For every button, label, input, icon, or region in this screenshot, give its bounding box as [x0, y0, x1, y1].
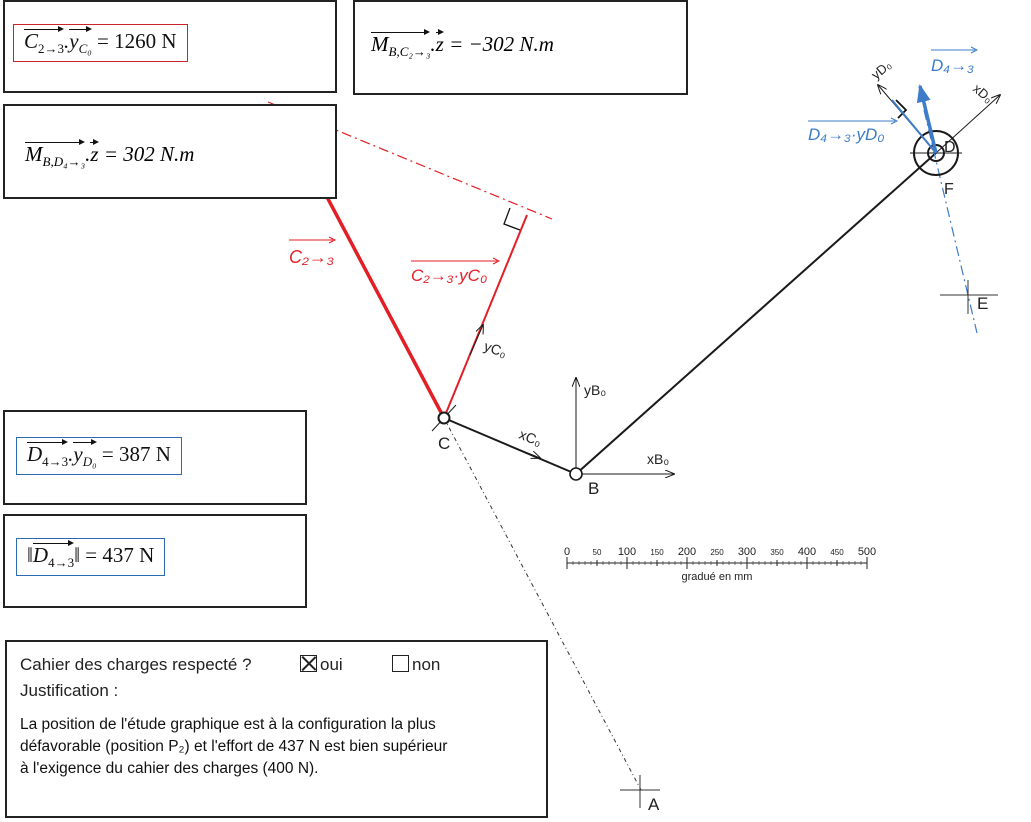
vector-yd0: yD₀: [73, 438, 97, 470]
scale-tick-label: 450: [830, 548, 844, 557]
scale-tick-label: 200: [678, 546, 696, 558]
label-d43: D₄→₃: [931, 56, 974, 75]
label-c23-group: C₂→₃: [289, 236, 337, 267]
line-d-e: [923, 109, 978, 334]
right-angle-marker-c: [503, 207, 521, 231]
option-no[interactable]: non: [392, 655, 440, 675]
label-d43-proj: D₄→₃·yD₀: [808, 125, 884, 144]
result-box-d43-y: D4→3.yD₀ = 387 N: [3, 410, 307, 505]
label-point-e: E: [977, 294, 988, 313]
label-y-c0: yC₀: [482, 338, 509, 361]
spec-check-box: Cahier des charges respecté ? oui non Ju…: [5, 640, 548, 818]
label-point-b: B: [588, 479, 599, 498]
d43-projection-line: [891, 99, 937, 154]
result-mb-c23-z: MB,C₂→₃.z = −302 N.m: [371, 28, 554, 60]
label-point-c: C: [438, 434, 450, 453]
scale-tick-label: 400: [798, 546, 816, 558]
scale-tick-label: 50: [593, 548, 602, 557]
scale-bar: 0 50 100 150 200 250 300 350 400 450 500 gradué en …: [564, 546, 876, 583]
result-box-mb-c23: MB,C₂→₃.z = −302 N.m: [353, 0, 688, 95]
scale-tick-label: 250: [710, 548, 724, 557]
justification-text: La position de l'étude graphique est à l…: [20, 716, 448, 777]
checkbox-yes-icon[interactable]: [300, 655, 317, 672]
scale-tick-label: 150: [650, 548, 664, 557]
result-box-mb-d43: MB,D₄→₃.z = 302 N.m: [3, 104, 337, 199]
result-d43-y: D4→3.yD₀ = 387 N: [16, 437, 182, 476]
point-b-marker: [569, 467, 583, 481]
justification-label: Justification :: [20, 681, 119, 700]
scale-tick-label: 500: [858, 546, 876, 558]
vector-d43: D4→3: [27, 438, 69, 470]
link-b-d: [575, 152, 937, 475]
axis-y-c0: [469, 325, 483, 356]
label-point-d: D: [944, 139, 956, 156]
line-c23-action: [267, 101, 553, 220]
scale-tick-label: 100: [618, 546, 636, 558]
spec-question: Cahier des charges respecté ?: [20, 655, 252, 674]
c23-projection-line: [443, 214, 528, 419]
result-box-d43-norm: ‖D4→3‖ = 437 N: [3, 514, 307, 608]
vector-d43-norm: D4→3: [32, 539, 75, 571]
vector-z: z: [435, 29, 445, 56]
scale-tick-label: 300: [738, 546, 756, 558]
label-y-b0: yB₀: [584, 382, 606, 398]
axis-x-c0: [509, 445, 540, 458]
result-c23-y: C2→3.yC₀ = 1260 N: [13, 24, 188, 63]
label-y-d0: yD₀: [868, 57, 894, 82]
label-c23-proj: C₂→₃·yC₀: [411, 266, 487, 285]
result-d43-norm: ‖D4→3‖ = 437 N: [16, 538, 166, 577]
label-point-f: F: [944, 181, 954, 198]
point-c-marker: [431, 404, 457, 432]
vector-mb-d43: MB,D₄→₃: [25, 138, 86, 170]
line-a-c: [443, 417, 642, 791]
checkbox-no-icon[interactable]: [392, 655, 409, 672]
label-c23: C₂→₃: [289, 247, 334, 267]
scale-caption: gradué en mm: [682, 571, 753, 583]
label-c23-proj-group: C₂→₃·yC₀: [411, 257, 501, 285]
label-x-b0: xB₀: [647, 451, 669, 467]
result-box-c23-y: C2→3.yC₀ = 1260 N: [3, 0, 337, 93]
vector-yc0: yC₀: [69, 25, 92, 57]
result-mb-d43-z: MB,D₄→₃.z = 302 N.m: [25, 138, 195, 170]
label-x-c0: xC₀: [517, 426, 544, 449]
vector-z-2: z: [90, 139, 99, 166]
label-d43-group: D₄→₃: [931, 46, 979, 75]
right-angle-marker-d: [895, 99, 908, 119]
option-yes[interactable]: oui: [300, 655, 343, 675]
vector-c23: C2→3: [24, 25, 65, 57]
vector-mb-c23: MB,C₂→₃: [371, 28, 431, 60]
point-a-marker: [620, 775, 660, 808]
point-e-marker: [940, 280, 998, 314]
scale-tick-label: 0: [564, 546, 570, 558]
label-d43-proj-group: D₄→₃·yD₀: [808, 117, 899, 144]
axis-x-d0: [935, 95, 1000, 154]
d43-force-arrow: [916, 84, 938, 154]
scale-tick-label: 350: [770, 548, 784, 557]
label-point-a: A: [648, 795, 660, 814]
